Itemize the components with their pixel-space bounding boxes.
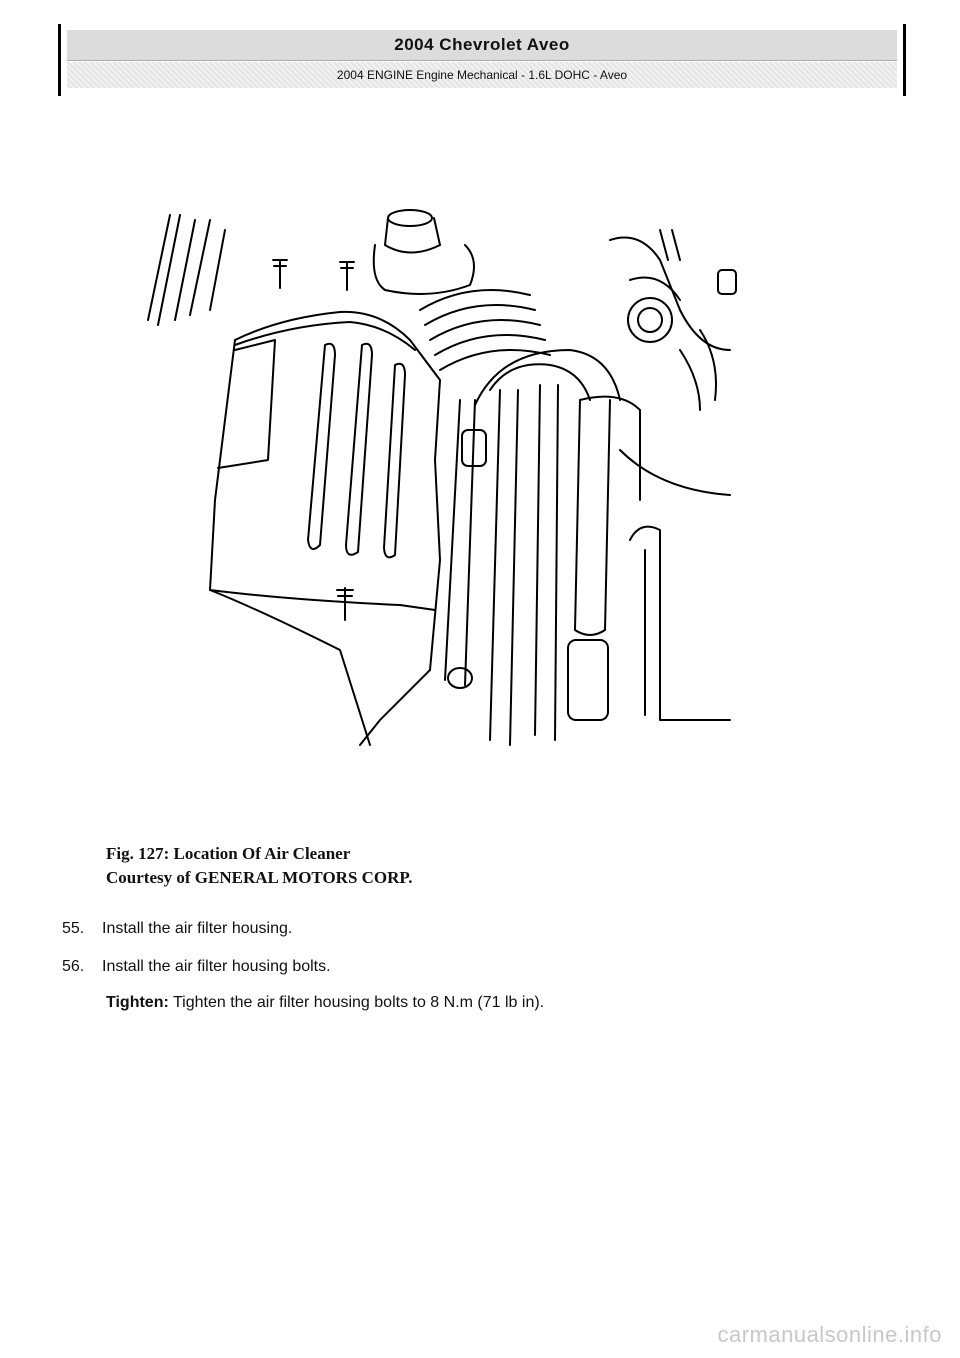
torque-text: Tighten the air filter housing bolts to … <box>168 994 545 1011</box>
figure-caption: Fig. 127: Location Of Air Cleaner Courte… <box>106 842 413 890</box>
step-number: 56. <box>62 958 85 975</box>
document-subtitle: 2004 ENGINE Engine Mechanical - 1.6L DOH… <box>67 62 897 88</box>
torque-spec: Tighten: Tighten the air filter housing … <box>106 994 544 1012</box>
step-text: Install the air filter housing. <box>102 920 293 937</box>
step-56: 56. Install the air filter housing bolts… <box>62 948 331 986</box>
caption-title: Fig. 127: Location Of Air Cleaner <box>106 844 351 863</box>
air-cleaner-diagram <box>140 200 740 780</box>
document-title: 2004 Chevrolet Aveo <box>67 30 897 61</box>
caption-credit: Courtesy of GENERAL MOTORS CORP. <box>106 868 413 887</box>
page-header: 2004 Chevrolet Aveo 2004 ENGINE Engine M… <box>58 24 906 96</box>
procedure-steps: 55. Install the air filter housing. 56. … <box>62 910 331 986</box>
step-number: 55. <box>62 920 85 937</box>
step-text: Install the air filter housing bolts. <box>102 958 331 975</box>
torque-label: Tighten: <box>106 994 169 1011</box>
step-55: 55. Install the air filter housing. <box>62 910 331 948</box>
site-watermark: carmanualsonline.info <box>717 1322 942 1347</box>
